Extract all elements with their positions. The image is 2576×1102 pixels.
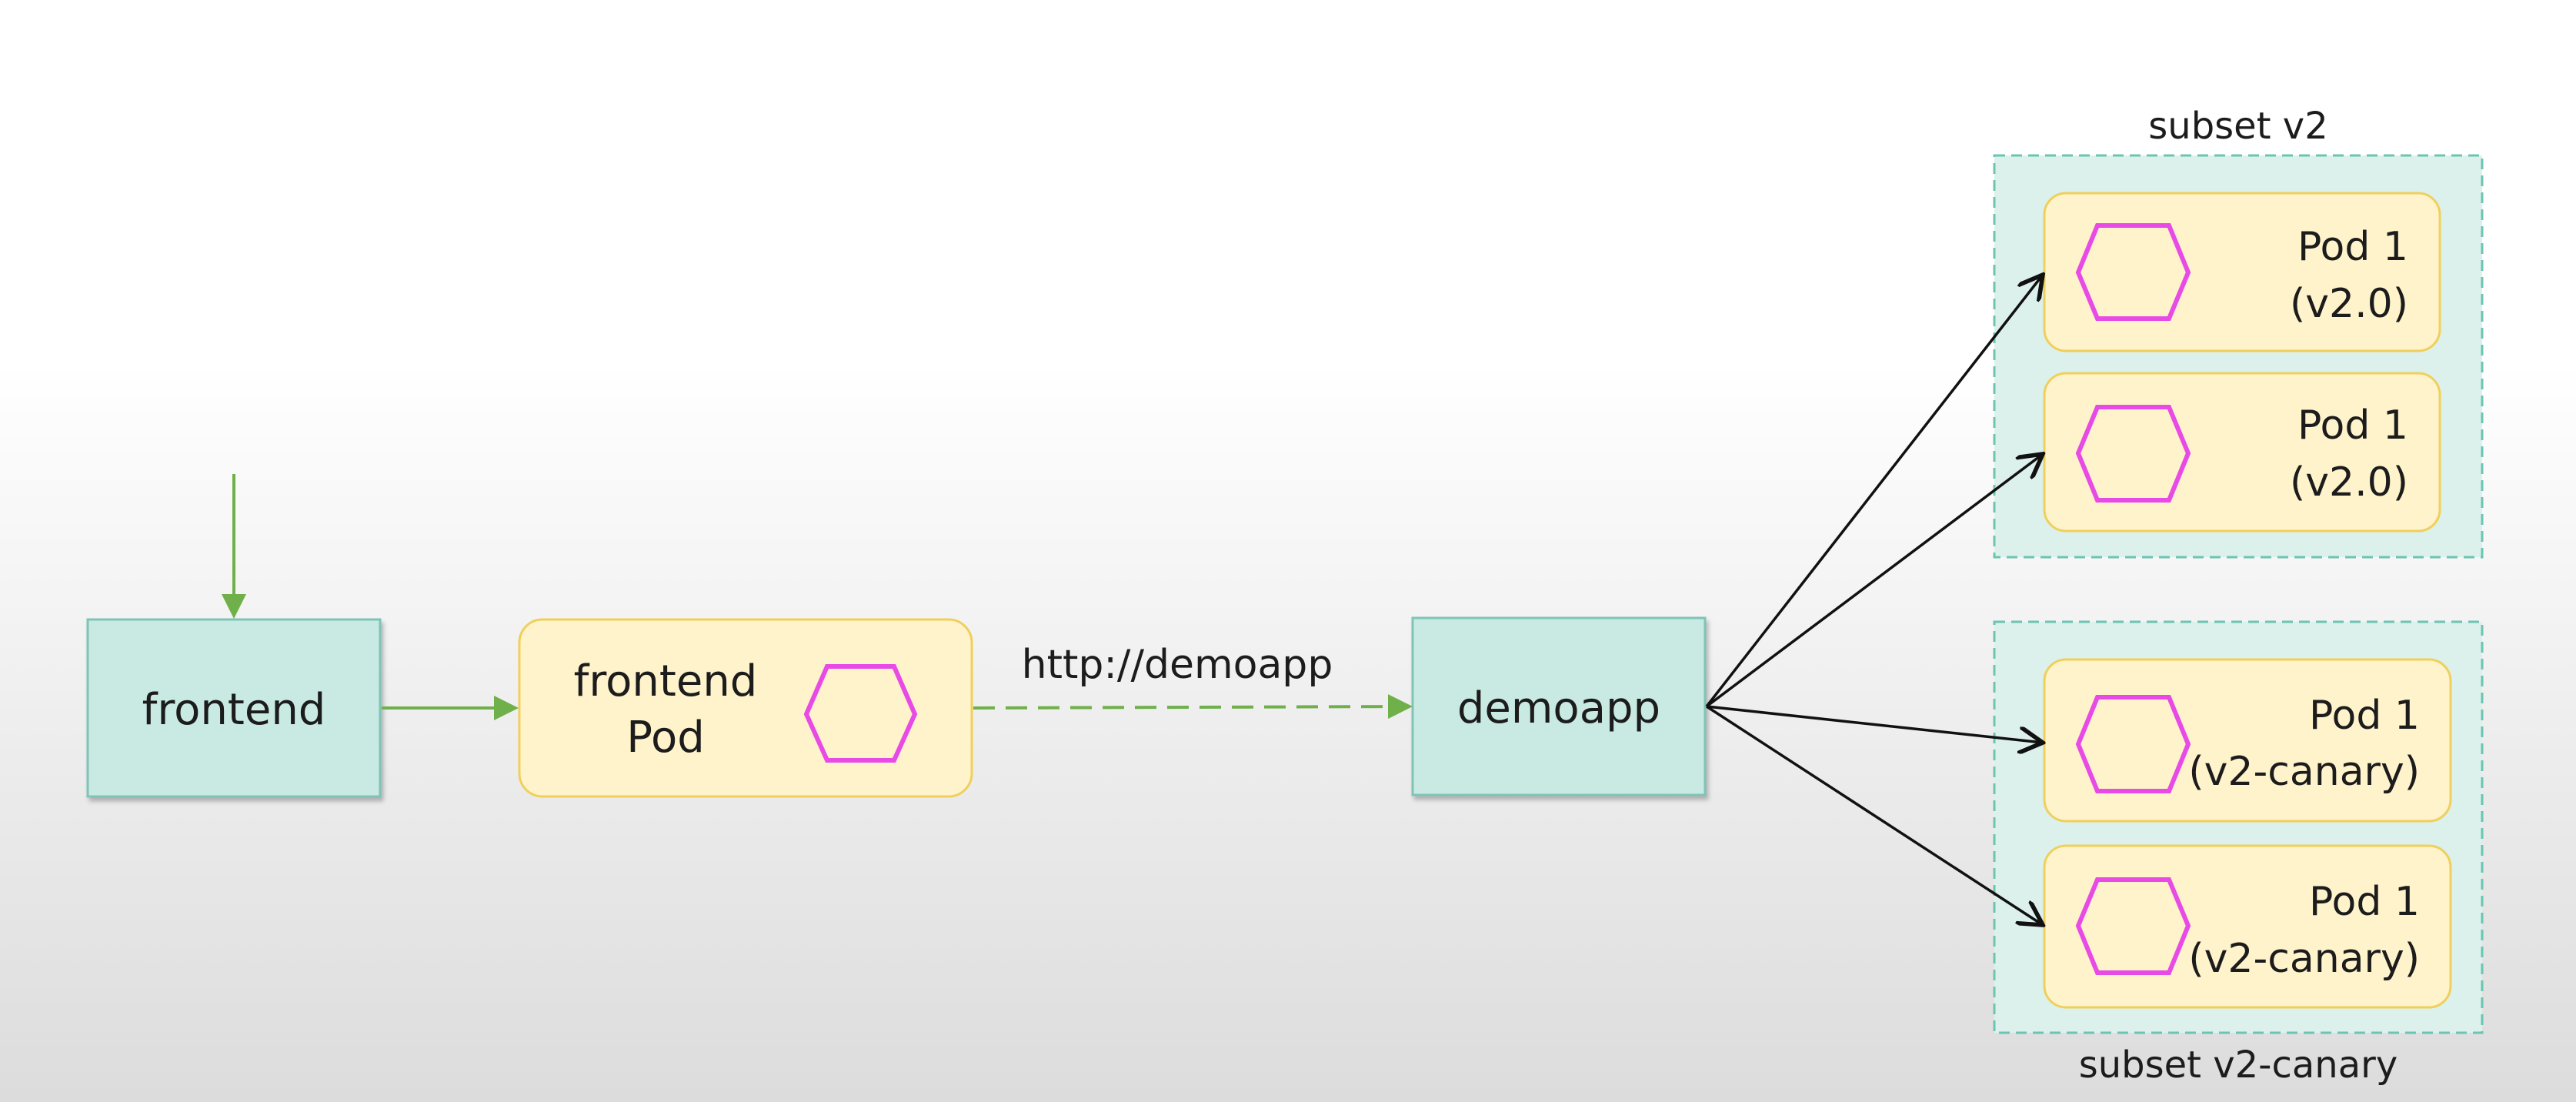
pod-v2-2-box (2043, 372, 2441, 533)
hexagon-icon (2075, 877, 2191, 975)
pod-to-demoapp-arrow (973, 694, 1413, 720)
frontend-service-box (86, 618, 382, 798)
frontend-pod-label-line1: frontend (573, 656, 758, 706)
pod-v2-1-label-line1: Pod 1 (2297, 224, 2408, 270)
hexagon-icon (2075, 695, 2191, 793)
pod-v2-2-label-line2: (v2.0) (2289, 459, 2408, 506)
pod-canary-1-label-line2: (v2-canary) (2188, 749, 2420, 795)
route-arrow-canary-2 (1706, 705, 2043, 925)
frontend-service-label: frontend (142, 685, 326, 735)
route-arrow-v2-2 (1705, 454, 2043, 708)
demoapp-service-box (1411, 616, 1707, 796)
route-arrow-v2-1 (1705, 275, 2043, 708)
pod-v2-1-label-line2: (v2.0) (2289, 281, 2408, 327)
hexagon-icon (2075, 223, 2191, 321)
pod-canary-2-label-line1: Pod 1 (2309, 879, 2420, 925)
subset-v2-label: subset v2 (2148, 105, 2328, 148)
hexagon-icon (803, 664, 918, 763)
demoapp-service-label: demoapp (1457, 683, 1661, 733)
edge-label-http-demoapp: http://demoapp (1021, 642, 1333, 688)
route-arrow-canary-1 (1706, 705, 2043, 743)
pod-canary-2-box (2043, 844, 2452, 1009)
pod-v2-2-label-line1: Pod 1 (2297, 402, 2408, 449)
frontend-pod-box (518, 618, 973, 798)
pod-canary-2-label-line2: (v2-canary) (2188, 936, 2420, 982)
frontend-pod-label-line2: Pod (626, 713, 705, 763)
hexagon-icon (2075, 405, 2191, 503)
pod-canary-1-label-line1: Pod 1 (2309, 693, 2420, 739)
subset-v2-canary-label: subset v2-canary (2078, 1044, 2398, 1087)
pod-v2-1-box (2043, 192, 2441, 352)
pod-canary-1-box (2043, 658, 2452, 823)
